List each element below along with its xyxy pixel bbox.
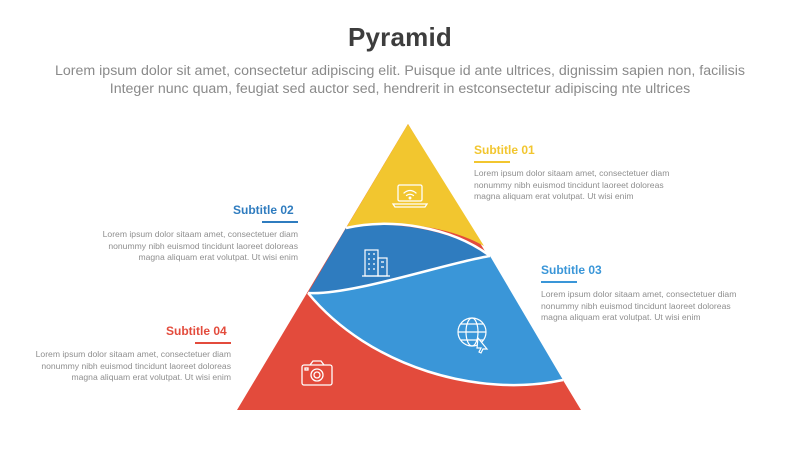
layer-separator-3 [307, 292, 564, 387]
intro-text: Lorem ipsum dolor sit amet, consectetur … [40, 62, 760, 98]
subtitle-02-description: Lorem ipsum dolor sitaam amet, consectet… [102, 229, 298, 262]
subtitle-04-description: Lorem ipsum dolor sitaam amet, consectet… [35, 349, 231, 382]
subtitle-02: Subtitle 02 [233, 203, 294, 217]
subtitle-03: Subtitle 03 [541, 263, 602, 277]
intro-line-1: Lorem ipsum dolor sit amet, consectetur … [55, 63, 745, 79]
subtitle-03-underline [541, 281, 577, 283]
subtitle-04-underline [195, 342, 231, 344]
globe-cursor-icon [457, 317, 489, 354]
intro-line-2: Integer nunc quam, feugiat sed auctor se… [109, 81, 691, 97]
subtitle-01-description: Lorem ipsum dolor sitaam amet, consectet… [474, 168, 670, 201]
layer-separator-2 [307, 254, 491, 295]
laptop-wifi-icon [391, 184, 429, 208]
subtitle-03-description: Lorem ipsum dolor sitaam amet, consectet… [541, 289, 737, 322]
subtitle-01: Subtitle 01 [474, 143, 535, 157]
layer-separator-1 [345, 222, 491, 258]
subtitle-02-underline [262, 221, 298, 223]
building-icon [362, 249, 390, 277]
subtitle-04: Subtitle 04 [166, 324, 227, 338]
page-title: Pyramid [347, 22, 452, 52]
camera-icon [301, 360, 333, 386]
pyramid-layer-2 [308, 224, 490, 294]
subtitle-01-underline [474, 161, 510, 163]
